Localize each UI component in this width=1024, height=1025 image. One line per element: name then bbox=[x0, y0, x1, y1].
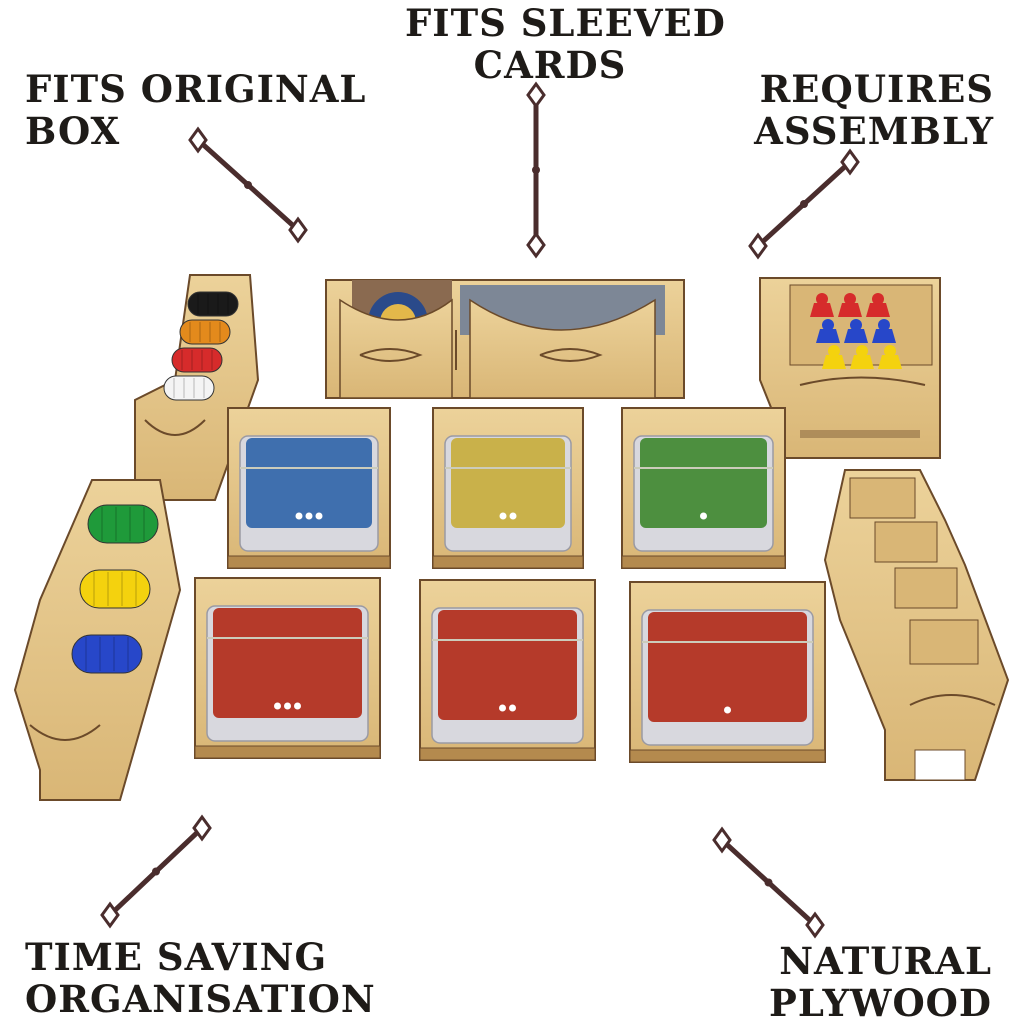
label-line: FITS SLEEVED bbox=[405, 1, 726, 45]
card-tray bbox=[629, 581, 826, 763]
token-stack-top bbox=[163, 291, 239, 401]
token-stack-icon bbox=[87, 504, 159, 544]
token-stack-icon bbox=[79, 569, 151, 609]
label-line: CARDS bbox=[473, 43, 627, 87]
label-natural-plywood: NATURAL PLYWOOD bbox=[769, 940, 992, 1024]
card-tray bbox=[432, 407, 584, 569]
token-stack-icon bbox=[179, 319, 231, 345]
meeple-icon bbox=[878, 345, 902, 369]
label-line: ORGANISATION bbox=[25, 977, 376, 1021]
token-stack-bottom bbox=[71, 504, 159, 674]
tower-holder-right bbox=[823, 469, 1010, 781]
label-requires-assembly: REQUIRES ASSEMBLY bbox=[754, 68, 994, 152]
meeple-icon bbox=[844, 319, 868, 343]
token-stack-icon bbox=[187, 291, 239, 317]
meeple-icon bbox=[816, 319, 840, 343]
card-tray bbox=[621, 407, 786, 569]
label-line: BOX bbox=[25, 109, 121, 153]
meeple-icon bbox=[872, 319, 896, 343]
token-stack-icon bbox=[71, 634, 143, 674]
label-time-saving-organisation: TIME SAVING ORGANISATION bbox=[25, 936, 376, 1020]
ornament-arrow-icon bbox=[188, 126, 308, 244]
label-line: PLYWOOD bbox=[769, 981, 992, 1025]
token-holder-bottom-left bbox=[13, 479, 182, 801]
meeple-icon bbox=[850, 345, 874, 369]
long-card-box bbox=[325, 279, 685, 399]
meeple-icon bbox=[822, 345, 846, 369]
meeple-rows bbox=[810, 293, 902, 369]
card-trays bbox=[194, 407, 826, 763]
label-line: NATURAL bbox=[779, 939, 992, 983]
token-stack-icon bbox=[163, 375, 215, 401]
label-line: TIME SAVING bbox=[25, 935, 328, 979]
ornament-arrow-icon bbox=[712, 826, 825, 939]
meeple-icon bbox=[866, 293, 890, 317]
ornament-arrow-icon bbox=[748, 148, 860, 260]
card-tray bbox=[194, 577, 381, 759]
token-stack-icon bbox=[171, 347, 223, 373]
label-fits-original-box: FITS ORIGINAL BOX bbox=[25, 68, 366, 152]
label-fits-sleeved-cards: FITS SLEEVED CARDS bbox=[405, 1, 726, 87]
ornamental-arrows bbox=[100, 81, 860, 939]
ornament-arrow-icon bbox=[526, 81, 546, 259]
meeple-icon bbox=[838, 293, 862, 317]
card-tray bbox=[227, 407, 391, 569]
ornament-arrow-icon bbox=[100, 814, 212, 929]
meeple-box bbox=[759, 277, 941, 459]
card-tray bbox=[419, 579, 596, 761]
label-line: REQUIRES bbox=[759, 67, 994, 111]
label-line: ASSEMBLY bbox=[754, 109, 994, 153]
label-line: FITS ORIGINAL bbox=[25, 67, 367, 111]
meeple-icon bbox=[810, 293, 834, 317]
